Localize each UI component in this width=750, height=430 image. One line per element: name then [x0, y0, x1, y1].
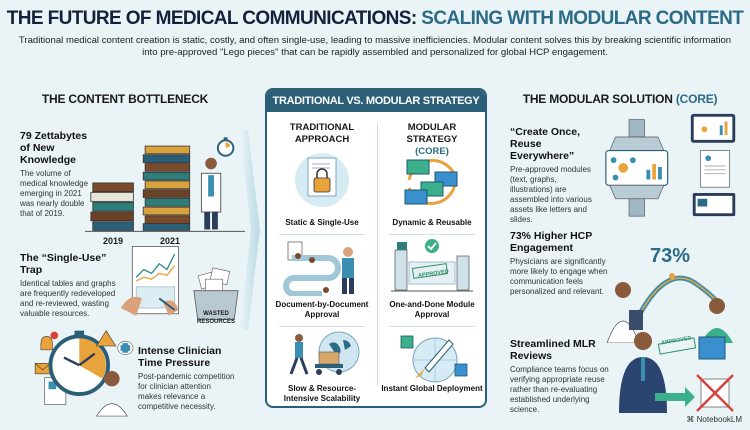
person-pushing-cart-icon	[289, 334, 343, 375]
block-text: The volume of medical knowledge emerging…	[20, 169, 89, 218]
lego-blocks-icon	[404, 159, 458, 205]
modular-item-2: One-and-Done Module Approval	[389, 300, 475, 319]
brand-name: NotebookLM	[696, 415, 742, 424]
traditional-item-1: Static & Single-Use	[285, 218, 359, 227]
books-stack-illustration	[85, 137, 245, 232]
modular-item-1: Dynamic & Reusable	[392, 218, 472, 227]
writing-hand-icon	[120, 296, 179, 316]
block-single-use-trap: The “Single-Use” Trap Identical tables a…	[20, 252, 120, 319]
year-label-2019: 2019	[103, 236, 124, 246]
title-main: THE FUTURE OF MEDICAL COMMUNICATIONS:	[6, 8, 417, 29]
year-label-2021: 2021	[160, 236, 181, 246]
page-subtitle: Traditional medical content creation is …	[18, 35, 732, 58]
block-title: “Create Once, Reuse Everywhere”	[510, 126, 581, 162]
modular-title-accent: (CORE)	[415, 146, 449, 157]
block-text: Physicians are significantly more likely…	[510, 257, 608, 296]
block-title: Intense Clinician Time Pressure	[138, 345, 222, 369]
notebooklm-logo-icon: ⌘	[686, 415, 697, 424]
block-title: Streamlined MLR Reviews	[510, 338, 596, 362]
doctor-with-tablet-icon	[606, 282, 643, 343]
time-pressure-illustration	[34, 330, 134, 417]
bell-icon	[40, 331, 59, 351]
modular-solution-section: THE MODULAR SOLUTION (CORE) “Create Once…	[490, 80, 750, 430]
title-accent: SCALING WITH MODULAR CONTENT	[421, 8, 744, 29]
modular-column: MODULAR STRATEGY (CORE) Dynamic & Reusab…	[377, 114, 485, 406]
traditional-item-2: Document-by-Document Approval	[275, 300, 369, 319]
stopwatch-icon	[216, 137, 235, 157]
block-create-once: “Create Once, Reuse Everywhere” Pre-appr…	[510, 126, 600, 225]
module-assembly-illustration	[605, 113, 736, 217]
page-title: THE FUTURE OF MEDICAL COMMUNICATIONS: SC…	[0, 6, 750, 32]
locked-document-icon	[295, 153, 349, 207]
row-divider	[389, 326, 475, 327]
engagement-stat: 73%	[650, 245, 691, 267]
block-zettabytes: 79 Zettabytes of New Knowledge The volum…	[20, 130, 98, 219]
books-2021-icon	[142, 145, 191, 231]
block-text: Post-pandemic competition for clinician …	[138, 372, 235, 411]
row-divider	[279, 326, 365, 327]
row-divider	[389, 234, 475, 235]
medical-cross-thought-icon	[117, 340, 134, 355]
block-mlr-reviews: Streamlined MLR Reviews Compliance teams…	[510, 338, 610, 415]
row-divider	[279, 234, 365, 235]
confused-person-icon	[342, 247, 354, 294]
block-title: The “Single-Use” Trap	[20, 252, 107, 276]
modular-item-3: Instant Global Deployment	[381, 384, 483, 393]
block-text: Pre-approved modules (text, graphs, illu…	[510, 165, 592, 224]
stressed-clinician-icon	[95, 370, 128, 417]
modular-title-main: MODULAR STRATEGY	[406, 122, 458, 145]
section-heading-bottleneck: THE CONTENT BOTTLENECK	[41, 92, 209, 106]
modular-title: MODULAR STRATEGY (CORE)	[377, 122, 485, 158]
press-machine-icon	[605, 119, 669, 217]
header: THE FUTURE OF MEDICAL COMMUNICATIONS: SC…	[0, 6, 750, 59]
block-engagement: 73% Higher HCP Engagement Physicians are…	[510, 230, 610, 297]
letter-asset-icon	[700, 150, 730, 188]
envelope-icon	[34, 363, 51, 375]
rocket-globe-icon	[400, 335, 468, 383]
tablet-asset-icon	[690, 113, 736, 143]
doctor-icon	[200, 157, 222, 230]
warning-icon	[96, 330, 117, 347]
cart-and-globe-icon	[289, 331, 360, 375]
block-title: 79 Zettabytes of New Knowledge	[20, 130, 88, 166]
heading-accent: (CORE)	[675, 92, 718, 106]
rejected-documents-icon	[696, 374, 734, 412]
traditional-title: TRADITIONAL APPROACH	[289, 122, 355, 145]
block-time-pressure: Intense Clinician Time Pressure Post-pan…	[138, 345, 236, 412]
wasted-resources-bin-icon	[193, 267, 239, 320]
column-divider	[377, 124, 378, 386]
lego-module-icon	[698, 336, 726, 360]
heading-main: THE MODULAR SOLUTION	[522, 92, 673, 106]
document-approval-loop-icon	[283, 241, 354, 296]
card-header: TRADITIONAL VS. MODULAR STRATEGY	[267, 90, 485, 112]
block-text: Compliance teams focus on verifying appr…	[510, 365, 609, 414]
block-text: Identical tables and graphs are frequent…	[20, 279, 116, 318]
content-bottleneck-section: THE CONTENT BOTTLENECK 79 Zettabytes of …	[0, 80, 260, 430]
block-title: 73% Higher HCP Engagement	[510, 230, 593, 254]
section-heading-solution: THE MODULAR SOLUTION (CORE)	[510, 92, 730, 106]
stopwatch-icon	[48, 330, 110, 396]
brand-watermark: ⌘ NotebookLM	[686, 415, 742, 424]
single-use-illustration	[120, 246, 239, 320]
strategy-comparison-card: TRADITIONAL VS. MODULAR STRATEGY TRADITI…	[265, 88, 487, 408]
wasted-resources-label: WASTED RESOURCES	[196, 311, 235, 325]
card-title: TRADITIONAL VS. MODULAR STRATEGY	[272, 95, 480, 107]
mlr-review-illustration	[619, 332, 734, 413]
books-2019-icon	[90, 182, 134, 231]
approval-gate-icon	[391, 239, 473, 292]
traditional-column: TRADITIONAL APPROACH Static & Single-Use	[267, 114, 377, 406]
laptop-asset-icon	[692, 193, 736, 217]
traditional-item-3: Slow & Resource-Intensive Scalability	[283, 384, 361, 403]
engagement-illustration	[606, 273, 733, 343]
